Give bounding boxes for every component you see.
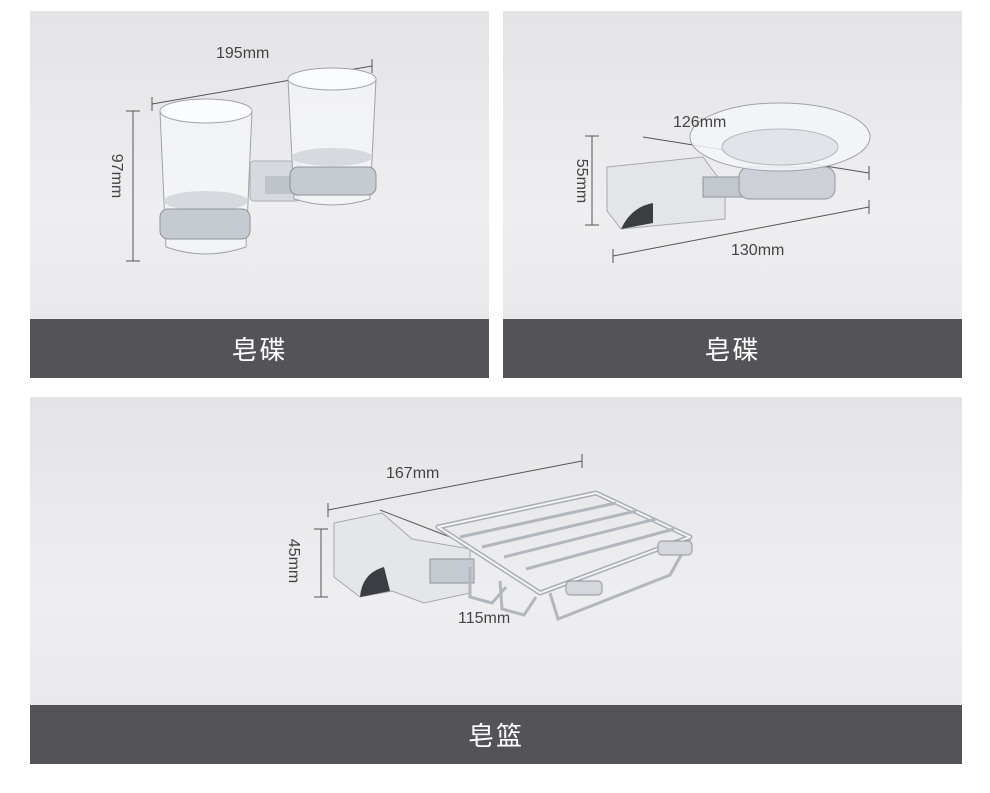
product-panel-soap-basket: 167mm 115mm 45mm 皂篮 bbox=[30, 397, 962, 764]
dim-height-label: 55mm bbox=[573, 158, 591, 204]
dim-diameter-label: 126mm bbox=[673, 114, 727, 131]
dim-width-label: 167mm bbox=[386, 465, 440, 482]
caption-bar: 皂碟 bbox=[30, 319, 489, 378]
dim-width-label: 195mm bbox=[216, 45, 270, 62]
product-panel-tumbler: 195mm 97mm 皂碟 bbox=[30, 11, 489, 378]
dim-depth-label: 115mm bbox=[458, 610, 511, 627]
soap-dish-image bbox=[585, 102, 871, 263]
dim-height-label: 97mm bbox=[108, 153, 126, 199]
dim-depth-label: 130mm bbox=[731, 242, 785, 259]
double-tumbler-image bbox=[126, 59, 377, 262]
caption-bar: 皂篮 bbox=[30, 705, 962, 764]
soap-basket-image bbox=[314, 454, 693, 621]
dim-height-label: 45mm bbox=[285, 538, 303, 584]
caption-bar: 皂碟 bbox=[503, 319, 962, 378]
product-panel-soap-dish: 126mm 130mm 55mm 皂碟 bbox=[503, 11, 962, 378]
